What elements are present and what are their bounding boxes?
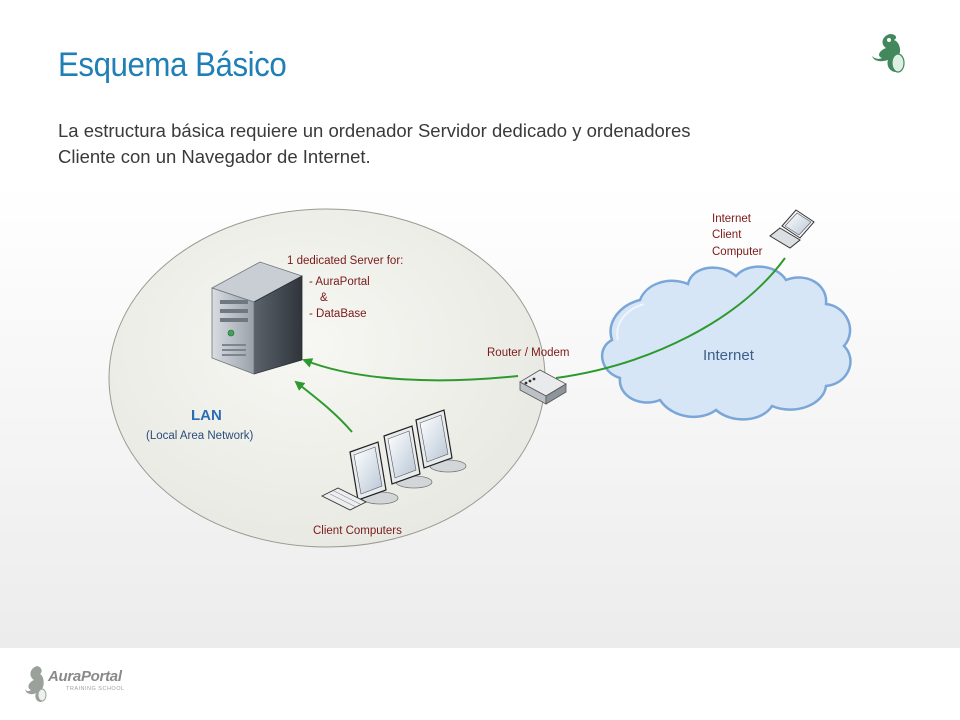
monitor-1-icon: [349, 441, 399, 505]
laptop-icon: [769, 209, 815, 249]
keyboard-icon: [320, 487, 368, 511]
internet-client-line-3: Computer: [712, 246, 763, 258]
internet-client-line-1: Internet: [712, 213, 752, 225]
slide-title: Esquema Básico: [58, 46, 287, 84]
server-item-database: - DataBase: [309, 308, 367, 320]
subtitle-line-2: Cliente con un Navegador de Internet.: [58, 146, 371, 167]
client-computers-label: Client Computers: [313, 525, 402, 537]
auraportal-corner-logo-icon: [872, 34, 905, 73]
lan-subtitle: (Local Area Network): [146, 430, 254, 442]
server-heading: 1 dedicated Server for:: [287, 255, 403, 267]
subtitle-line-1: La estructura básica requiere un ordenad…: [58, 120, 691, 141]
footer-brand: AuraPortal: [48, 668, 122, 685]
router-label: Router / Modem: [487, 347, 569, 359]
router-to-server-arrow: [302, 358, 519, 382]
internet-label: Internet: [703, 347, 755, 364]
monitor-2-icon: [383, 425, 433, 489]
server-icon: [210, 261, 304, 375]
clients-to-server-arrow: [294, 380, 353, 433]
slide-subtitle: La estructura básica requiere un ordenad…: [58, 118, 818, 170]
footer-tagline: TRAINING SCHOOL: [66, 686, 125, 692]
client-computers-icon: [320, 409, 467, 511]
lan-title: LAN: [191, 407, 222, 424]
router-label-b: / Modem: [522, 347, 570, 359]
server-item-auraportal: - AuraPortal: [309, 276, 370, 288]
internet-cloud: [600, 265, 852, 421]
footer-band: [0, 648, 960, 720]
internet-client-line-2: Client: [712, 229, 742, 241]
auraportal-footer-logo-icon: [25, 666, 47, 702]
router-icon: [519, 369, 567, 405]
server-item-ampersand: &: [320, 292, 328, 304]
router-label-a: Router: [487, 347, 522, 359]
network-diagram: Internet 1 dedicated Server for: - AuraP…: [108, 208, 852, 548]
internet-to-router-link: [555, 257, 786, 379]
monitor-3-icon: [415, 409, 467, 473]
